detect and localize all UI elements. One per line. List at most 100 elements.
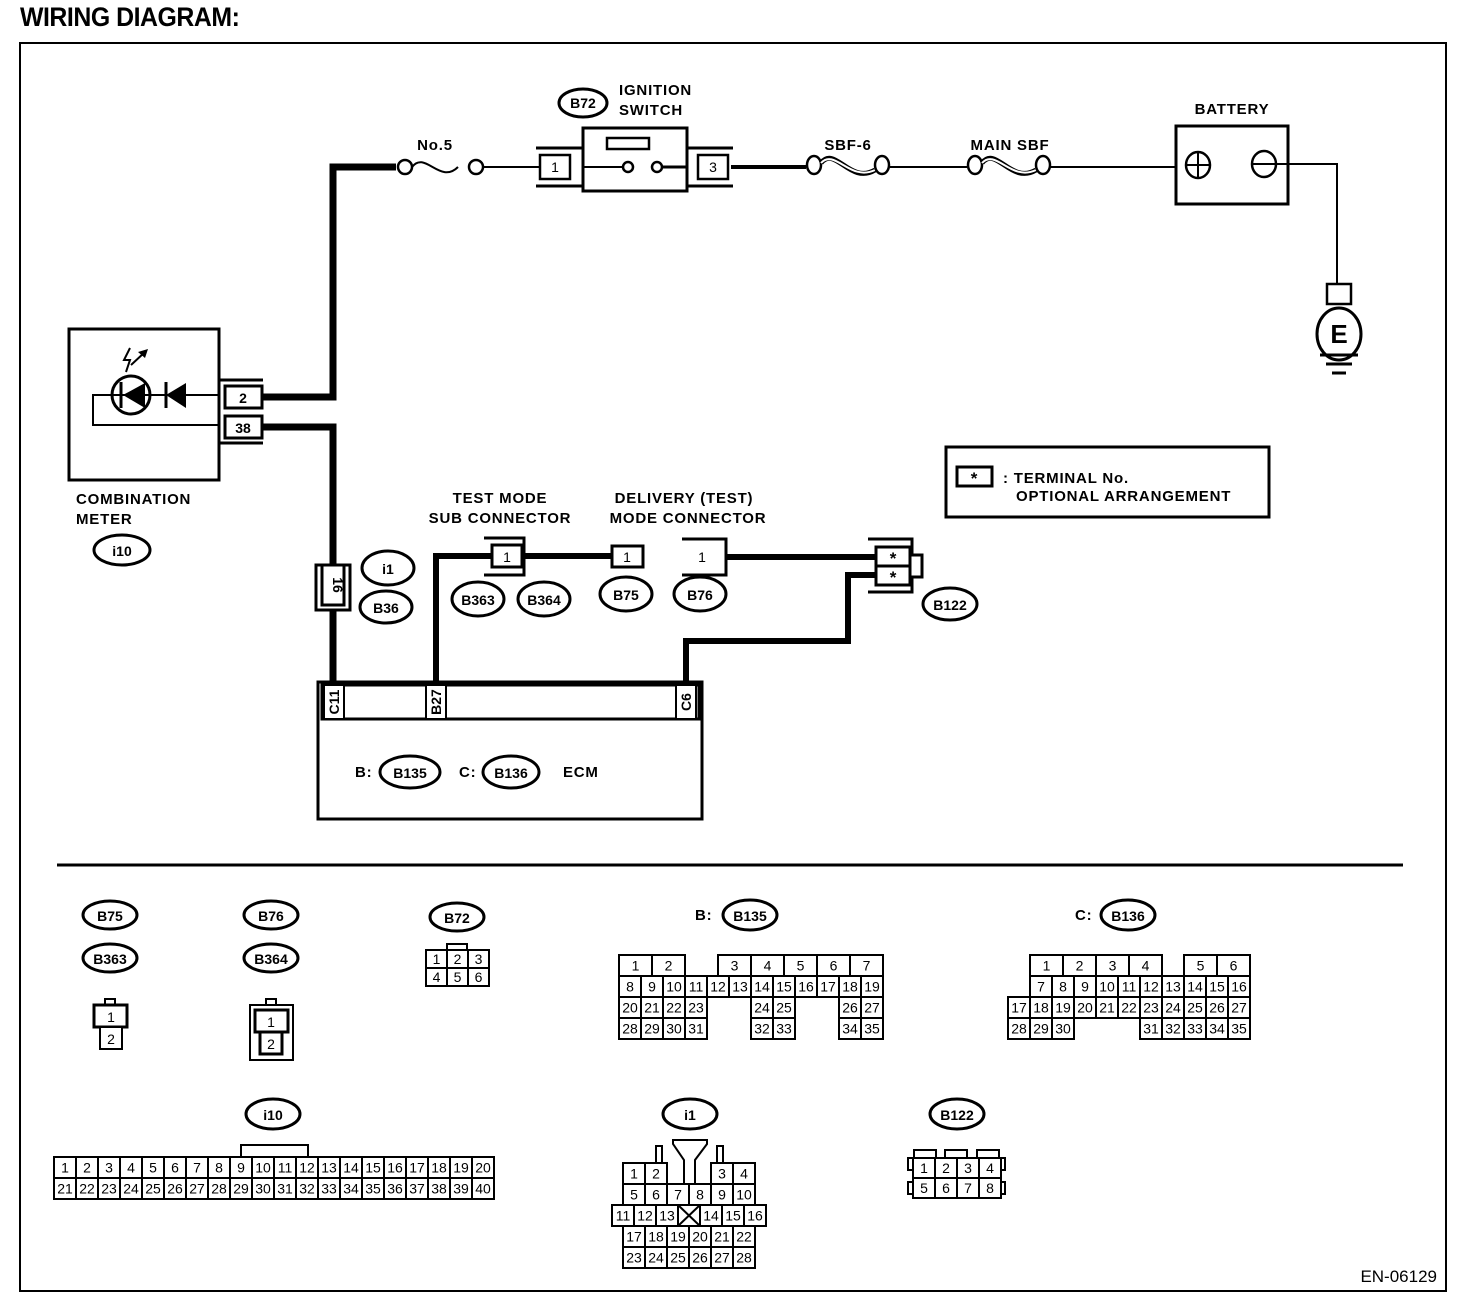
connector-id-b135 — [378, 754, 442, 790]
blank-pin-cross-icon — [677, 1204, 701, 1227]
pin-label: 28 — [1011, 1021, 1027, 1037]
pin-label: 15 — [1209, 979, 1225, 995]
pin-label: 39 — [453, 1181, 469, 1197]
pin-label: 11 — [689, 979, 704, 995]
svg-text:B:: B: — [695, 907, 712, 924]
legend-symbol: * — [971, 469, 978, 488]
pin-label: 5 — [1197, 958, 1205, 974]
ign-pin-1 — [538, 153, 572, 181]
pin-label: 14 — [703, 1208, 719, 1224]
pin-label: 30 — [666, 1021, 682, 1037]
ignition-label-2: SWITCH — [619, 102, 683, 119]
connector-id-i1 — [360, 549, 416, 587]
pin-label: 23 — [1143, 1000, 1159, 1016]
pin-label: 4 — [986, 1160, 994, 1176]
view-id-b72 — [428, 901, 486, 933]
pin-label: 4 — [1142, 958, 1150, 974]
pin-label: 21 — [57, 1181, 73, 1197]
test-mode-sub-connector: TEST MODE SUB CONNECTOR 1 B363 B364 — [429, 490, 612, 685]
svg-text:1: 1 — [623, 549, 631, 565]
view-id-i10 — [244, 1097, 302, 1131]
pin-label: 20 — [1077, 1000, 1093, 1016]
pin-label: 4 — [740, 1166, 748, 1182]
combination-meter: 2 38 COMBINATION METER i10 — [67, 327, 264, 567]
figure-id: EN-06129 — [1360, 1267, 1437, 1286]
pin-label: 23 — [101, 1181, 117, 1197]
pin-label: 31 — [277, 1181, 293, 1197]
pin-label: 2 — [942, 1160, 950, 1176]
fuse-no5: No.5 — [396, 137, 485, 176]
pin-label: 23 — [688, 1000, 704, 1016]
pin-label: 32 — [754, 1021, 770, 1037]
sbf6-label: SBF-6 — [824, 137, 871, 154]
view-id-b136 — [1099, 898, 1157, 932]
pin-label: 3 — [475, 951, 483, 967]
svg-text:B76: B76 — [258, 908, 284, 924]
pin-label: 25 — [145, 1181, 161, 1197]
pin-label: 19 — [670, 1229, 686, 1245]
pin-cell — [1227, 1017, 1251, 1040]
pin-label: 38 — [431, 1181, 447, 1197]
connector-id-b136 — [481, 754, 541, 790]
pin-label: 12 — [1143, 979, 1159, 995]
view-id-b364 — [242, 942, 300, 974]
pin-label: 18 — [648, 1229, 664, 1245]
pin-label: 29 — [233, 1181, 249, 1197]
legend-line-1: : TERMINAL No. — [1003, 470, 1129, 487]
svg-text:B:: B: — [355, 764, 372, 781]
svg-text:i1: i1 — [382, 561, 394, 577]
pin-cell — [978, 1177, 1002, 1199]
svg-text:3: 3 — [709, 159, 717, 175]
svg-text:i10: i10 — [263, 1107, 283, 1123]
pin-label: 25 — [1187, 1000, 1203, 1016]
pin-label: 5 — [920, 1180, 928, 1196]
pin-label: 7 — [193, 1160, 201, 1176]
pin-label: 4 — [433, 969, 441, 985]
pin-label: 6 — [171, 1160, 179, 1176]
pin-cell — [684, 1017, 708, 1040]
pin-label: 16 — [798, 979, 814, 995]
svg-text:2: 2 — [267, 1036, 275, 1052]
pin-label: 30 — [1055, 1021, 1071, 1037]
ign-pin-3 — [696, 153, 730, 181]
svg-text:C:: C: — [459, 764, 476, 781]
pin-label: 7 — [863, 958, 871, 974]
pin-label: 14 — [1187, 979, 1203, 995]
svg-text:MODE CONNECTOR: MODE CONNECTOR — [610, 510, 767, 527]
pin-label: 2 — [665, 958, 673, 974]
pin-label: 12 — [637, 1208, 653, 1224]
junction-i1-b36: 16 i1 B36 — [314, 549, 416, 625]
svg-text:B135: B135 — [393, 765, 427, 781]
ecm-pin-c6: C6 — [678, 693, 694, 711]
diode-icon — [166, 383, 186, 408]
wire-meter-to-ecm — [262, 423, 337, 685]
fuse-no5-label: No.5 — [417, 137, 453, 154]
pin-cell — [467, 967, 490, 987]
svg-text:E: E — [1330, 319, 1347, 349]
svg-text:B76: B76 — [687, 587, 713, 603]
pin-label: 24 — [754, 1000, 770, 1016]
pin-label: 6 — [942, 1180, 950, 1196]
pin-label: 17 — [1011, 1000, 1027, 1016]
pin-label: 13 — [321, 1160, 337, 1176]
pin-label: 8 — [696, 1187, 704, 1203]
pin-label: 28 — [736, 1250, 752, 1266]
pin-label: 22 — [666, 1000, 682, 1016]
svg-text:B122: B122 — [940, 1107, 974, 1123]
pin-label: 22 — [736, 1229, 752, 1245]
pin-label: 5 — [630, 1187, 638, 1203]
svg-text:B122: B122 — [933, 597, 967, 613]
battery-label: BATTERY — [1195, 101, 1270, 118]
pin-label: 26 — [842, 1000, 858, 1016]
view-id-b76 — [242, 899, 300, 931]
pin-label: 28 — [211, 1181, 227, 1197]
pin-label: 27 — [714, 1250, 730, 1266]
pin-label: 6 — [652, 1187, 660, 1203]
pin-label: 16 — [1231, 979, 1247, 995]
pin-label: 18 — [1033, 1000, 1049, 1016]
